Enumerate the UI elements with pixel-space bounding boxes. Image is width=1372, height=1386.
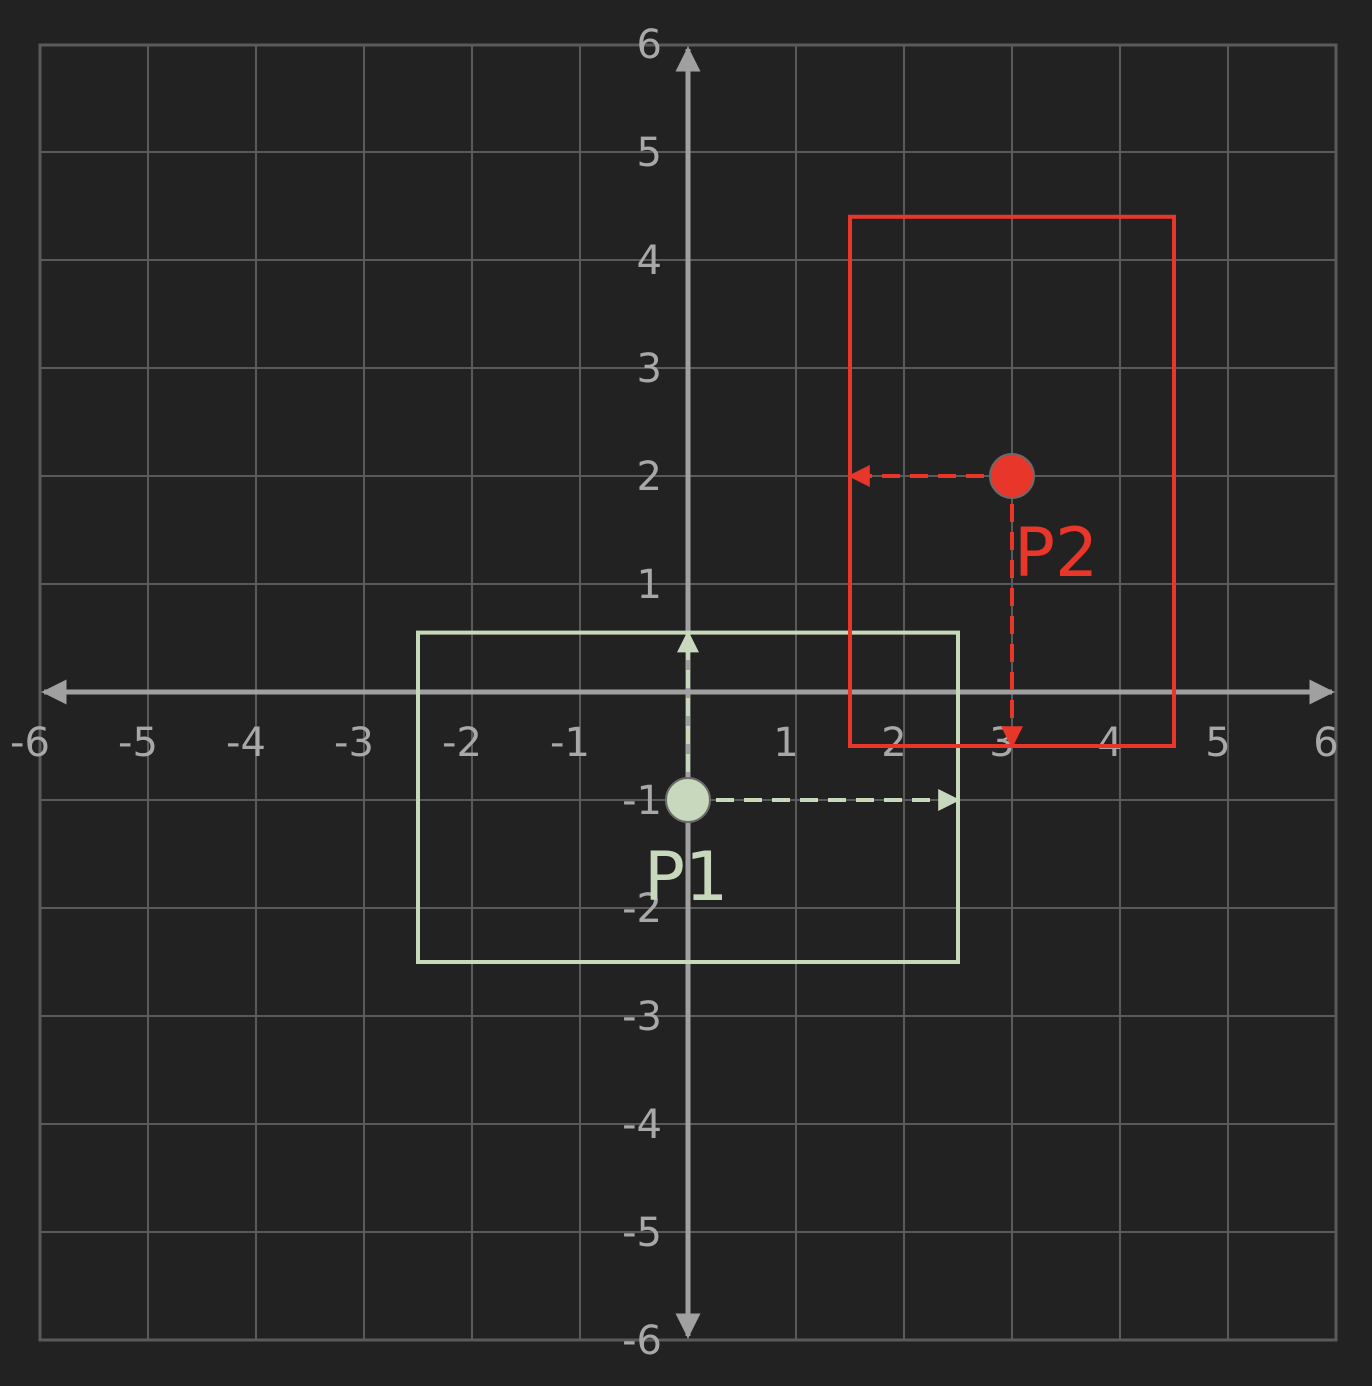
y-tick-label: 1 [637,562,662,608]
x-tick-label: 4 [1097,720,1122,766]
x-tick-label: -1 [550,720,590,766]
point-label-p1: P1 [644,838,728,917]
grid-border [38,43,1338,1342]
y-tick-label: 2 [637,454,662,500]
point-group-p2: P2 [847,214,1176,749]
x-tick-label: 1 [773,720,798,766]
x-tick-label: 2 [881,720,906,766]
y-tick-label: 6 [637,22,662,68]
x-tick-label: -6 [10,720,50,766]
point-label-p2: P2 [1014,514,1098,593]
x-tick-label: -3 [334,720,374,766]
y-tick-label: -6 [622,1318,662,1364]
y-tick-label: 3 [637,346,662,392]
y-tick-label: 5 [637,130,662,176]
y-tick-label: -1 [622,778,662,824]
point-group-p1: P1 [416,630,961,964]
x-tick-label: 6 [1313,720,1338,766]
y-tick-label: -4 [622,1102,662,1148]
y-tick-label: -3 [622,994,662,1040]
y-tick-label: -2 [622,886,662,932]
y-tick-label: 4 [637,238,662,284]
y-tick-label: -5 [622,1210,662,1256]
axes [41,46,1335,1339]
point-marker-p1 [665,777,711,823]
x-tick-label: -5 [118,720,158,766]
x-tick-label: -2 [442,720,482,766]
x-tick-label: 5 [1205,720,1230,766]
x-tick-label: -4 [226,720,266,766]
point-marker-p2 [989,453,1035,499]
points-layer: P1 P2 [416,214,1176,964]
